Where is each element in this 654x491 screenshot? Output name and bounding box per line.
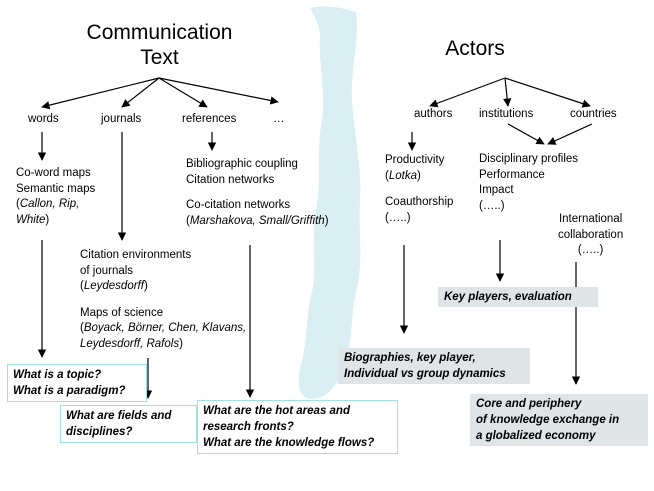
authors-block: Productivity (Lotka) Coauthorship (…..): [385, 153, 453, 226]
branch-countries: countries: [570, 108, 617, 120]
heading-line: Text: [140, 46, 179, 69]
hot-areas-question-box: What are the hot areas and research fron…: [197, 400, 398, 454]
paren: (: [80, 280, 84, 292]
box-line: Key players, evaluation: [444, 291, 572, 303]
journals-line: of journals: [80, 264, 134, 277]
paren: ): [45, 213, 50, 226]
references-block: Bibliographic coupling Citation networks…: [186, 157, 329, 229]
journals-line: Maps of science: [80, 306, 164, 319]
arrow-to-institutions: [503, 77, 512, 107]
authors-line: Productivity: [385, 154, 445, 166]
paren: ): [416, 169, 421, 182]
words-line: (Callon, Rip,: [16, 197, 95, 213]
collaboration-line: (…..): [577, 244, 604, 256]
branch-words: words: [28, 113, 59, 125]
authors-line: Coauthorship: [385, 196, 454, 208]
references-line: (Marshakova, Small/Griffith): [186, 214, 329, 230]
journals-block: Citation environments of journals (Leyde…: [80, 248, 246, 352]
institutions-block: Disciplinary profiles Performance Impact…: [479, 152, 578, 214]
collaboration-block: International collaboration (…..): [558, 212, 623, 259]
institutions-line: Disciplinary profiles: [479, 153, 579, 165]
words-line: Semantic maps: [16, 182, 96, 195]
paren: ): [179, 337, 183, 350]
author-names: Callon, Rip,: [19, 198, 80, 210]
author-names: White: [16, 213, 46, 226]
box-line: What are the knowledge flows?: [203, 437, 375, 449]
river-divider: [298, 6, 361, 399]
paren: ): [324, 214, 329, 227]
box-line: What are fields and: [66, 410, 172, 422]
box-line: Individual vs group dynamics: [344, 368, 506, 380]
box-line: a globalized economy: [476, 430, 596, 442]
words-line: White): [16, 213, 95, 229]
arrow-to-references: [158, 77, 208, 108]
journals-line: Leydesdorff, Rafols): [80, 337, 246, 353]
paren: (: [80, 322, 84, 334]
references-line: Citation networks: [186, 173, 275, 186]
collaboration-line: International: [558, 213, 623, 225]
arrow-to-words: [41, 77, 160, 110]
author-names: Lotka: [388, 169, 417, 182]
fields-question-box: What are fields and disciplines?: [60, 405, 197, 443]
paren: (: [16, 198, 20, 210]
words-block: Co-word maps Semantic maps (Callon, Rip,…: [16, 166, 95, 228]
arrow-to-countries: [504, 77, 591, 108]
box-line: Biographies, key player,: [344, 352, 476, 364]
box-line: disciplines?: [66, 426, 133, 438]
paren: ): [143, 280, 148, 292]
institutions-line: Impact: [479, 184, 514, 196]
collaboration-line: collaboration: [558, 228, 624, 241]
box-line: research fronts?: [203, 421, 294, 433]
author-names: Leydesdorff: [83, 280, 144, 292]
core-periphery-box: Core and periphery of knowledge exchange…: [470, 394, 648, 446]
words-line: Co-word maps: [16, 167, 91, 179]
box-line: What is a paradigm?: [13, 385, 126, 397]
branch-more: …: [273, 113, 285, 125]
paren: (: [186, 214, 190, 227]
box-line: Core and periphery: [476, 398, 582, 410]
box-line: What are the hot areas and: [203, 405, 350, 417]
authors-line: (Lotka): [385, 169, 453, 185]
branch-references: references: [182, 113, 237, 125]
journals-line: (Leydesdorff): [80, 279, 246, 295]
actors-heading: Actors: [445, 37, 505, 60]
arrow-countries-to-profiles: [547, 123, 593, 145]
spacer: [80, 295, 246, 306]
key-players-box: Key players, evaluation: [438, 287, 598, 307]
arrow-to-journals: [121, 77, 160, 108]
biographies-box: Biographies, key player, Individual vs g…: [338, 348, 530, 384]
branch-institutions: institutions: [479, 108, 534, 120]
paren: (: [385, 169, 389, 182]
branch-authors: authors: [414, 108, 453, 120]
author-names: Marshakova, Small/Griffith: [189, 214, 325, 227]
box-line: What is a topic?: [13, 369, 102, 381]
authors-line: (…..): [385, 211, 411, 224]
journals-line: (Boyack, Börner, Chen, Klavans,: [80, 321, 246, 337]
arrow-institutions-to-profiles: [507, 123, 545, 145]
author-names: Boyack, Börner, Chen, Klavans,: [83, 322, 247, 334]
arrow-to-authors: [429, 77, 506, 108]
topic-question-box: What is a topic? What is a paradigm?: [7, 364, 147, 402]
arrow-to-more: [158, 77, 279, 105]
heading-line: Communication: [86, 21, 233, 44]
references-line: Bibliographic coupling: [186, 158, 298, 170]
author-names: Leydesdorff, Rafols: [80, 337, 180, 350]
references-line: Co-citation networks: [186, 199, 291, 211]
box-line: of knowledge exchange in: [476, 414, 620, 426]
institutions-line: Performance: [479, 168, 545, 181]
spacer: [186, 188, 329, 198]
institutions-line: (…..): [479, 199, 505, 212]
journals-line: Citation environments: [80, 249, 192, 261]
communication-text-heading: Communication Text: [72, 20, 247, 70]
branch-journals: journals: [101, 113, 142, 125]
spacer: [385, 184, 453, 195]
